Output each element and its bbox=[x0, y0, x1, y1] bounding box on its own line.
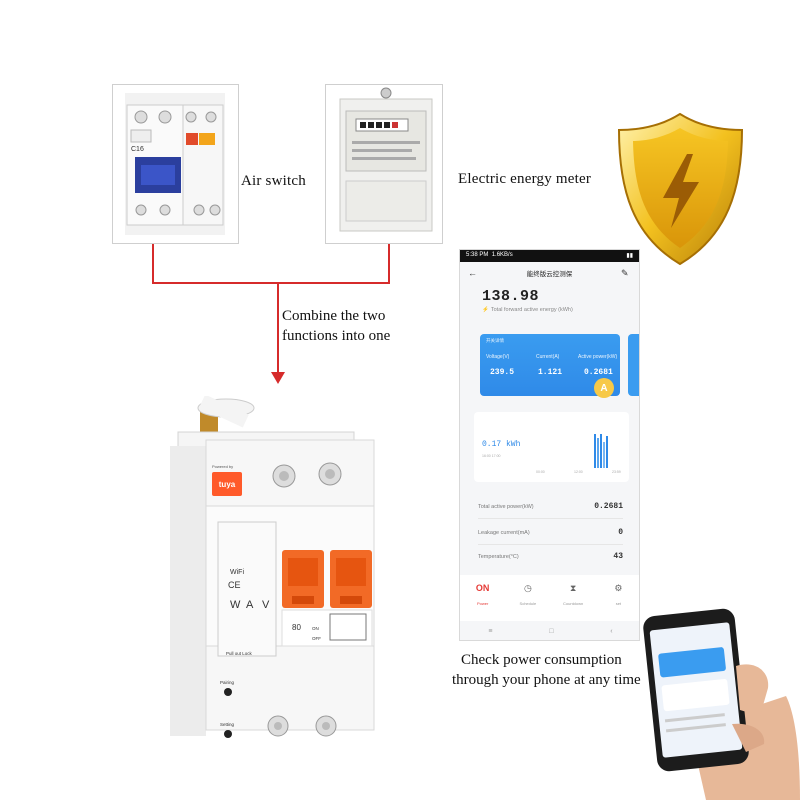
nav-countdown[interactable]: ⧗ Countdown bbox=[556, 583, 590, 621]
svg-text:tuya: tuya bbox=[219, 480, 236, 489]
nav-label: set bbox=[615, 601, 622, 606]
svg-text:Pairing: Pairing bbox=[220, 680, 235, 685]
arrow-down-icon bbox=[271, 372, 285, 384]
row-label: Total active power(kW) bbox=[478, 503, 534, 510]
chart-tick-1: 12:00 bbox=[574, 470, 583, 474]
svg-text:OFF: OFF bbox=[312, 636, 321, 641]
shield-icon bbox=[617, 112, 744, 266]
power-value: 0.2681 bbox=[584, 368, 613, 377]
energy-meter-label: Electric energy meter bbox=[458, 171, 592, 187]
nav-set[interactable]: ⚙ set bbox=[601, 583, 635, 621]
voltage-label: Voltage(V) bbox=[486, 354, 510, 360]
nav-label: Countdown bbox=[563, 601, 584, 606]
row-label: Temperature(°C) bbox=[478, 553, 519, 560]
metrics-card-next[interactable] bbox=[628, 334, 639, 396]
energy-chart-card[interactable]: 0.17 kWh 16:00 17:00 00:00 12:00 23:59 bbox=[474, 412, 629, 482]
svg-text:Pull out Lock: Pull out Lock bbox=[226, 651, 253, 656]
svg-text:80: 80 bbox=[292, 623, 301, 632]
divider bbox=[478, 544, 623, 545]
chart-kwh: 0.17 kWh bbox=[482, 440, 521, 449]
edit-icon[interactable]: ✎ bbox=[621, 267, 629, 278]
system-nav: ≡ □ ‹ bbox=[460, 621, 639, 640]
row-value: 0.2681 bbox=[594, 502, 623, 511]
row-label: Leakage current(mA) bbox=[478, 529, 530, 536]
svg-text:V: V bbox=[262, 599, 270, 611]
smart-breaker-photo: tuya Powered by WiFi CE W A V Pull out L… bbox=[170, 396, 375, 738]
nav-schedule[interactable]: ◷ Schedule bbox=[511, 583, 545, 621]
voltage-value: 239.5 bbox=[490, 368, 515, 377]
divider bbox=[478, 518, 623, 519]
chart-tick-2: 23:59 bbox=[612, 470, 621, 474]
chart-date: 16:00 17:00 bbox=[482, 454, 501, 458]
svg-text:W: W bbox=[230, 599, 241, 611]
battery-icon: ▮▮ bbox=[626, 253, 633, 259]
bottom-nav: ON Power ◷ Schedule ⧗ Countdown ⚙ set bbox=[460, 575, 639, 621]
svg-text:C16: C16 bbox=[131, 146, 144, 153]
card-head: 开关详情 bbox=[486, 338, 504, 343]
phone-caption-line2: through your phone at any time bbox=[452, 672, 641, 688]
grade-badge: A bbox=[594, 378, 614, 398]
app-title: 能终版云控测保 bbox=[526, 271, 573, 278]
current-value: 1.121 bbox=[538, 368, 563, 377]
connector-line-down bbox=[277, 282, 279, 376]
combine-caption-line2: functions into one bbox=[282, 328, 391, 344]
air-switch-label: Air switch bbox=[241, 173, 306, 189]
svg-text:WiFi: WiFi bbox=[230, 569, 244, 576]
current-label: Current(A) bbox=[536, 354, 560, 360]
combine-caption: Combine the two functions into one bbox=[282, 306, 390, 346]
air-switch-photo: C16 bbox=[112, 84, 239, 244]
gear-icon: ⚙ bbox=[614, 583, 623, 593]
hand-holding-phone bbox=[643, 608, 800, 800]
home-icon[interactable]: □ bbox=[549, 628, 554, 635]
metrics-card[interactable]: 开关详情 Voltage(V) Current(A) Active power(… bbox=[480, 334, 620, 398]
row-value: 0 bbox=[618, 528, 623, 537]
svg-text:A: A bbox=[246, 599, 254, 611]
energy-meter-photo bbox=[325, 84, 443, 244]
row-total-power: Total active power(kW) 0.2681 bbox=[478, 502, 623, 511]
svg-text:ON: ON bbox=[312, 626, 319, 631]
clock-icon: ◷ bbox=[523, 583, 532, 593]
back-icon[interactable]: ‹ bbox=[610, 628, 613, 635]
row-leakage: Leakage current(mA) 0 bbox=[478, 528, 623, 537]
nav-label: Schedule bbox=[519, 601, 537, 606]
status-time: 5:38 PM 1.6KB/s bbox=[466, 252, 513, 258]
power-label: Active power(kW) bbox=[578, 354, 618, 360]
status-bar: 5:38 PM 1.6KB/s ▮▮ bbox=[460, 250, 639, 262]
nav-power[interactable]: ON Power bbox=[466, 583, 500, 621]
menu-icon[interactable]: ≡ bbox=[488, 628, 493, 635]
usage-bars bbox=[594, 434, 608, 468]
nav-label: Power bbox=[476, 601, 489, 606]
chart-tick-0: 00:00 bbox=[536, 470, 545, 474]
back-arrow-icon[interactable]: ← bbox=[468, 268, 477, 278]
hourglass-icon: ⧗ bbox=[569, 583, 577, 593]
connector-line-horizontal bbox=[152, 282, 390, 284]
app-screenshot: 5:38 PM 1.6KB/s ▮▮ ← 能终版云控测保 ✎ 138.98 ⚡T… bbox=[459, 249, 640, 641]
connector-line-right bbox=[388, 244, 390, 284]
phone-caption: Check power consumption through your pho… bbox=[452, 650, 652, 690]
connector-line-left bbox=[152, 244, 154, 284]
energy-label: ⚡Total forward active energy (kWh) bbox=[482, 307, 573, 313]
row-value: 43 bbox=[613, 552, 623, 561]
svg-text:Setting: Setting bbox=[220, 722, 235, 727]
energy-value: 138.98 bbox=[482, 288, 540, 305]
svg-text:CE: CE bbox=[228, 580, 241, 590]
row-temperature: Temperature(°C) 43 bbox=[478, 552, 623, 561]
phone-caption-line1: Check power consumption bbox=[461, 652, 622, 668]
combine-caption-line1: Combine the two bbox=[282, 308, 386, 324]
bolt-icon: ⚡ bbox=[482, 307, 489, 313]
power-on-icon: ON bbox=[475, 583, 490, 593]
app-bar: ← 能终版云控测保 ✎ bbox=[460, 262, 639, 284]
svg-text:Powered by: Powered by bbox=[212, 464, 233, 469]
